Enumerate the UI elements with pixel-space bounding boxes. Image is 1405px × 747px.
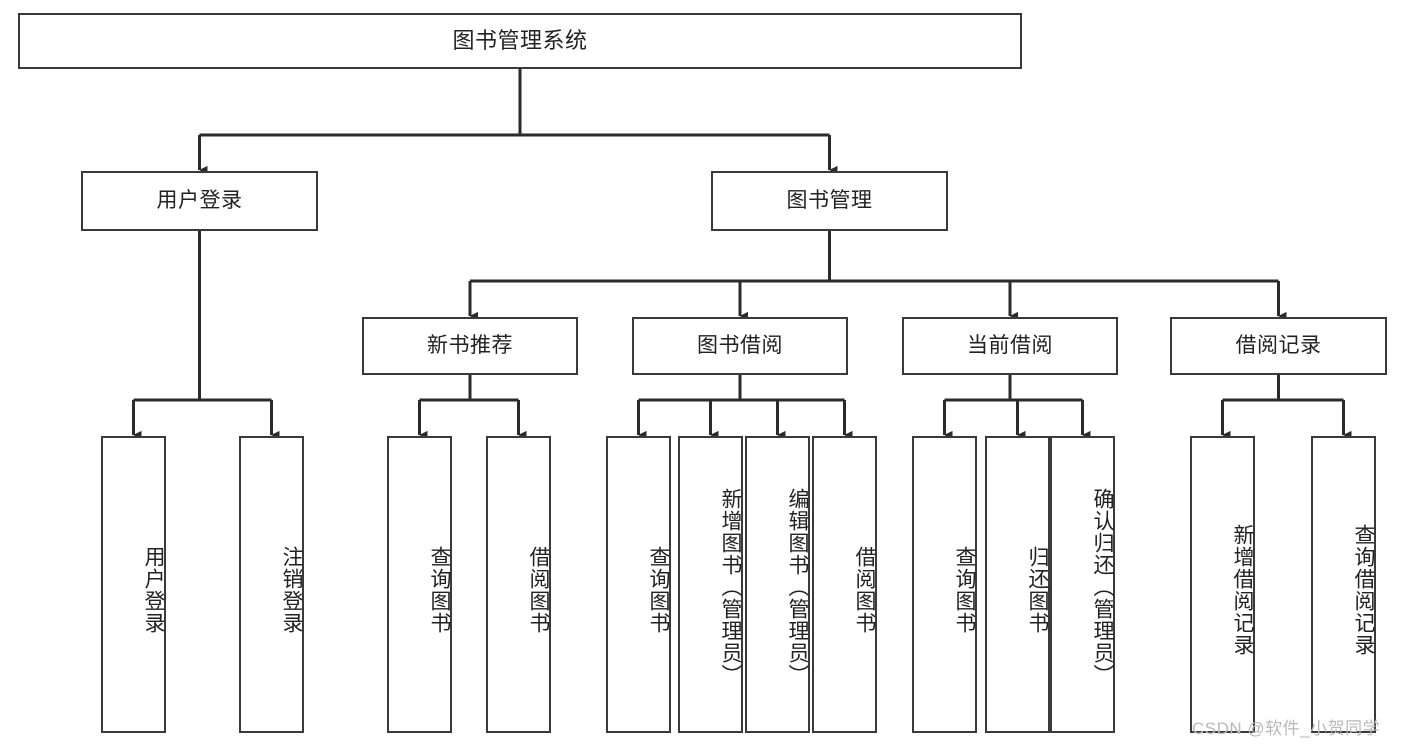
node-label: 用户登录 xyxy=(156,189,243,213)
node-borrow-record[interactable]: 借阅记录 xyxy=(1170,317,1387,375)
node-label: 注销登录 xyxy=(280,545,303,634)
node-label: 新增借阅记录 xyxy=(1231,523,1254,656)
node-leaf-rec-query-book[interactable]: 查询图书 xyxy=(387,436,452,733)
node-leaf-rec-borrow-book[interactable]: 借阅图书 xyxy=(486,436,551,733)
node-leaf-rec-query-record[interactable]: 查询借阅记录 xyxy=(1311,436,1376,733)
node-root[interactable]: 图书管理系统 xyxy=(18,13,1022,69)
node-leaf-user-login[interactable]: 用户登录 xyxy=(101,436,166,733)
node-label: 新书推荐 xyxy=(427,334,513,358)
node-label: 借阅图书 xyxy=(527,545,550,634)
node-label: 查询图书 xyxy=(428,545,451,634)
node-label: 查询图书 xyxy=(953,545,976,634)
node-leaf-borrow-add-book[interactable]: 新增图书（管理员） xyxy=(678,436,743,733)
node-label: 用户登录 xyxy=(142,545,165,634)
node-leaf-borrow-borrow-book[interactable]: 借阅图书 xyxy=(812,436,877,733)
node-leaf-borrow-edit-book[interactable]: 编辑图书（管理员） xyxy=(745,436,810,733)
node-label: 借阅记录 xyxy=(1235,334,1322,358)
node-label: 图书管理 xyxy=(786,189,873,213)
node-label: 查询图书 xyxy=(647,545,670,634)
node-user-login[interactable]: 用户登录 xyxy=(81,171,318,231)
node-new-book-rec[interactable]: 新书推荐 xyxy=(362,317,578,375)
node-leaf-cur-query-book[interactable]: 查询图书 xyxy=(912,436,977,733)
node-label: 编辑图书（管理员） xyxy=(786,487,809,686)
node-label: 当前借阅 xyxy=(967,334,1053,358)
node-book-borrow[interactable]: 图书借阅 xyxy=(632,317,848,375)
node-label: 确认归还（管理员） xyxy=(1091,487,1114,686)
node-label: 查询借阅记录 xyxy=(1352,523,1375,656)
node-label: 归还图书 xyxy=(1026,545,1049,634)
node-leaf-cur-confirm-return[interactable]: 确认归还（管理员） xyxy=(1050,436,1115,733)
node-label: 图书管理系统 xyxy=(452,27,588,53)
node-label: 新增图书（管理员） xyxy=(719,487,742,686)
node-leaf-rec-add-record[interactable]: 新增借阅记录 xyxy=(1190,436,1255,733)
node-leaf-borrow-query-book[interactable]: 查询图书 xyxy=(606,436,671,733)
node-leaf-user-logout[interactable]: 注销登录 xyxy=(239,436,304,733)
node-label: 图书借阅 xyxy=(697,334,783,358)
node-label: 借阅图书 xyxy=(853,545,876,634)
node-leaf-cur-return-book[interactable]: 归还图书 xyxy=(985,436,1050,733)
node-book-manage[interactable]: 图书管理 xyxy=(711,171,948,231)
node-current-borrow[interactable]: 当前借阅 xyxy=(902,317,1118,375)
